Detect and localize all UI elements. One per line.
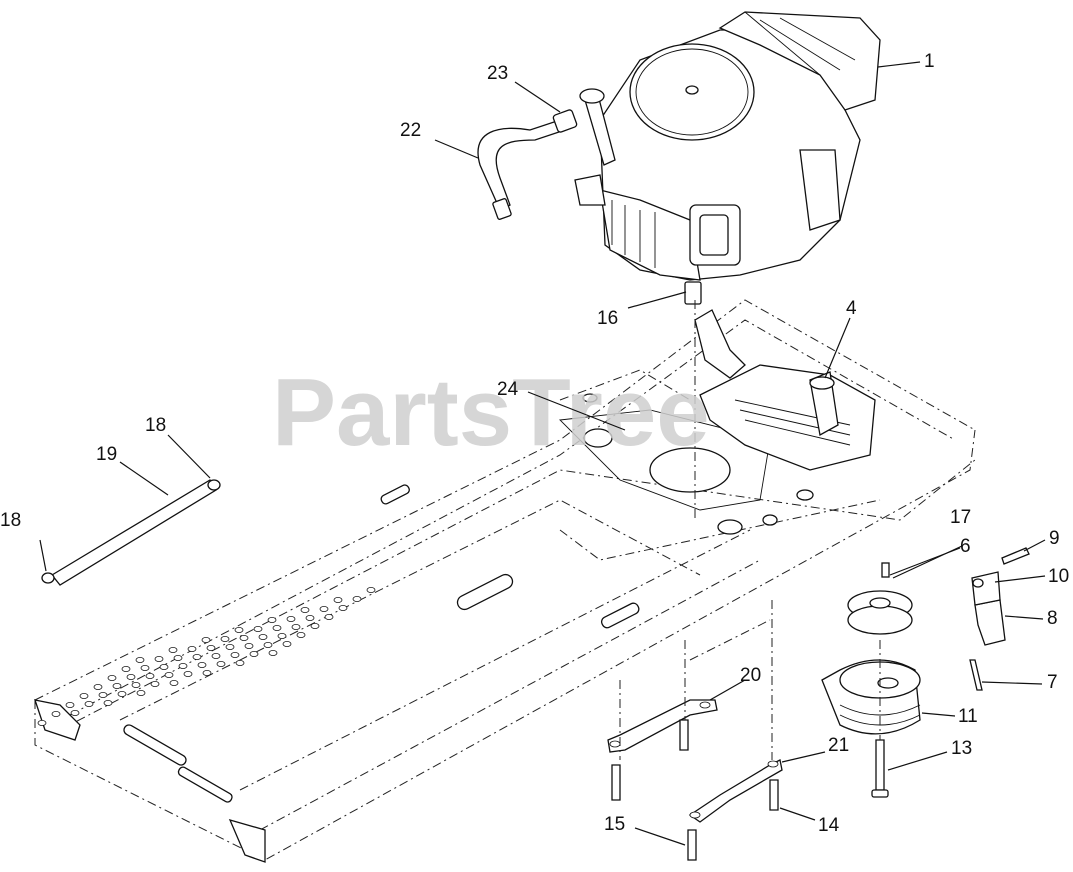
floor-hole bbox=[268, 650, 278, 657]
floor-hole bbox=[145, 673, 155, 680]
floor-hole bbox=[98, 692, 108, 699]
callout-18-left: 18 bbox=[0, 510, 21, 531]
floor-hole bbox=[173, 655, 183, 662]
floor-hole bbox=[211, 653, 221, 660]
callout-17: 17 bbox=[950, 507, 971, 528]
floor-hole bbox=[65, 702, 75, 709]
callout-18-top: 18 bbox=[145, 415, 166, 436]
floor-hole bbox=[136, 690, 146, 697]
floor-hole bbox=[244, 643, 254, 650]
floor-hole bbox=[310, 623, 320, 630]
floor-hole bbox=[192, 654, 202, 661]
pulley-and-clutch bbox=[821, 562, 921, 798]
floor-hole bbox=[93, 684, 103, 691]
floor-hole bbox=[202, 670, 212, 677]
floor-hole bbox=[296, 632, 306, 639]
floor-hole bbox=[70, 710, 80, 717]
callout-15: 15 bbox=[604, 814, 625, 835]
callout-4: 4 bbox=[846, 298, 857, 319]
clutch-bracket bbox=[969, 547, 1030, 691]
support-arms bbox=[607, 699, 783, 861]
callout-9: 9 bbox=[1049, 528, 1060, 549]
floor-hole bbox=[267, 617, 277, 624]
floor-hole bbox=[253, 626, 263, 633]
floor-hole bbox=[291, 624, 301, 631]
floor-hole bbox=[201, 637, 211, 644]
callout-14: 14 bbox=[818, 815, 840, 836]
floor-hole bbox=[220, 636, 230, 643]
leader-lines bbox=[39, 61, 1046, 846]
floor-hole bbox=[107, 675, 117, 682]
floor-hole bbox=[178, 663, 188, 670]
floor-hole bbox=[333, 597, 343, 604]
floor-hole bbox=[37, 720, 47, 727]
floor-hole bbox=[164, 672, 174, 679]
floor-hole bbox=[159, 664, 169, 671]
floor-hole bbox=[338, 605, 348, 612]
fuel-hose bbox=[477, 109, 578, 220]
floor-hole bbox=[131, 682, 141, 689]
callout-1: 1 bbox=[924, 51, 935, 72]
callout-21: 21 bbox=[828, 735, 849, 756]
muffler bbox=[694, 309, 876, 471]
fuel-line bbox=[41, 479, 221, 586]
floor-hole bbox=[117, 691, 127, 698]
callout-16: 16 bbox=[597, 308, 618, 329]
floor-hole bbox=[305, 615, 315, 622]
floor-hole bbox=[140, 665, 150, 672]
floor-hole bbox=[51, 711, 61, 718]
floor-hole bbox=[319, 606, 329, 613]
floor-hole bbox=[234, 627, 244, 634]
floor-hole bbox=[187, 646, 197, 653]
floor-perforation bbox=[37, 587, 376, 727]
floor-hole bbox=[282, 641, 292, 648]
chassis-frame bbox=[34, 299, 976, 863]
callout-10: 10 bbox=[1048, 566, 1069, 587]
floor-hole bbox=[121, 666, 131, 673]
floor-hole bbox=[263, 642, 273, 649]
floor-hole bbox=[168, 647, 178, 654]
callout-20: 20 bbox=[740, 665, 761, 686]
callout-19: 19 bbox=[96, 444, 117, 465]
floor-hole bbox=[230, 652, 240, 659]
floor-hole bbox=[154, 656, 164, 663]
floor-hole bbox=[112, 683, 122, 690]
callout-11: 11 bbox=[958, 706, 978, 727]
floor-hole bbox=[258, 634, 268, 641]
callout-13: 13 bbox=[951, 738, 972, 759]
floor-hole bbox=[169, 680, 179, 687]
floor-hole bbox=[352, 596, 362, 603]
callout-8: 8 bbox=[1047, 608, 1058, 629]
floor-hole bbox=[272, 625, 282, 632]
floor-hole bbox=[235, 660, 245, 667]
floor-hole bbox=[84, 701, 94, 708]
callout-23: 23 bbox=[487, 63, 508, 84]
floor-hole bbox=[197, 662, 207, 669]
floor-hole bbox=[206, 645, 216, 652]
floor-hole bbox=[135, 657, 145, 664]
floor-hole bbox=[300, 607, 310, 614]
floor-hole bbox=[225, 644, 235, 651]
callout-24: 24 bbox=[497, 379, 519, 400]
callout-7: 7 bbox=[1047, 672, 1058, 693]
floor-hole bbox=[366, 587, 376, 594]
floor-hole bbox=[183, 671, 193, 678]
floor-hole bbox=[249, 651, 259, 658]
floor-hole bbox=[79, 693, 89, 700]
watermark-text: PartsTree bbox=[272, 359, 710, 466]
callout-22: 22 bbox=[400, 120, 421, 141]
floor-hole bbox=[103, 700, 113, 707]
floor-hole bbox=[126, 674, 136, 681]
callout-labels: 1 4 6 7 8 9 10 11 13 14 15 16 17 18 18 1… bbox=[0, 51, 1069, 836]
floor-hole bbox=[324, 614, 334, 621]
callout-6: 6 bbox=[960, 536, 971, 557]
floor-hole bbox=[150, 681, 160, 688]
engine-assembly bbox=[574, 11, 881, 305]
floor-hole bbox=[216, 661, 226, 668]
floor-hole bbox=[277, 633, 287, 640]
floor-hole bbox=[239, 635, 249, 642]
floor-hole bbox=[286, 616, 296, 623]
